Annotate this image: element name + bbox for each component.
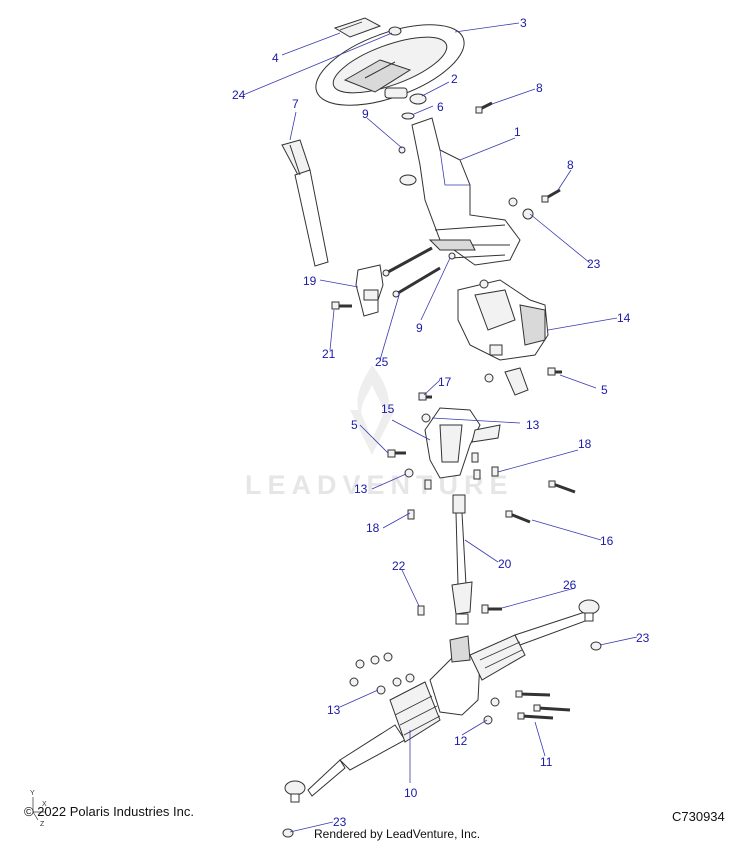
bolt[interactable] <box>541 188 561 203</box>
callout-22[interactable]: 22 <box>392 559 406 573</box>
small-bolt[interactable] <box>448 252 456 260</box>
steering-column-bracket[interactable] <box>399 117 521 266</box>
callout-10[interactable]: 10 <box>404 786 418 800</box>
callout-17[interactable]: 17 <box>438 375 452 389</box>
bolt[interactable] <box>407 452 499 520</box>
diagram-id: C730934 <box>672 809 725 824</box>
callout-1[interactable]: 1 <box>514 125 521 139</box>
steering-rack[interactable] <box>307 611 589 797</box>
mount-bracket[interactable] <box>484 367 562 396</box>
callout-23[interactable]: 23 <box>587 257 601 271</box>
callout-13[interactable]: 13 <box>526 418 540 432</box>
bolt[interactable] <box>387 449 406 458</box>
tie-rod-end[interactable] <box>284 599 600 803</box>
bolt[interactable] <box>331 301 352 310</box>
callout-25[interactable]: 25 <box>375 355 389 369</box>
nut[interactable] <box>282 828 294 838</box>
callout-9[interactable]: 9 <box>416 321 423 335</box>
callout-5[interactable]: 5 <box>351 418 358 432</box>
nut[interactable] <box>590 641 602 651</box>
callout-23[interactable]: 23 <box>333 815 347 829</box>
steering-mount-bracket[interactable] <box>424 407 501 479</box>
nut[interactable] <box>508 197 534 220</box>
callout-19[interactable]: 19 <box>303 274 317 288</box>
watermark-logo-icon <box>350 365 395 455</box>
callout-16[interactable]: 16 <box>600 534 614 548</box>
axis-x-label: X <box>42 801 47 808</box>
callout-8[interactable]: 8 <box>567 158 574 172</box>
bolt[interactable] <box>505 480 576 524</box>
long-bolt[interactable] <box>382 246 441 298</box>
steering-wheel-cap[interactable] <box>333 17 382 38</box>
small-bolt[interactable] <box>398 146 406 154</box>
nut[interactable] <box>349 652 415 695</box>
callout-18[interactable]: 18 <box>366 521 380 535</box>
callout-2[interactable]: 2 <box>451 72 458 86</box>
callout-26[interactable]: 26 <box>563 578 577 592</box>
callout-5[interactable]: 5 <box>601 383 608 397</box>
bushing[interactable] <box>401 93 427 120</box>
callout-9[interactable]: 9 <box>362 107 369 121</box>
nut[interactable] <box>483 697 500 725</box>
bolt[interactable] <box>417 605 425 616</box>
bolt[interactable] <box>515 690 571 720</box>
callout-24[interactable]: 24 <box>232 88 246 102</box>
nut[interactable] <box>404 413 431 478</box>
callout-11[interactable]: 11 <box>540 755 553 769</box>
callout-14[interactable]: 14 <box>617 311 631 325</box>
leader-lines <box>242 22 638 833</box>
axis-z-label: Z <box>40 821 45 828</box>
callout-23[interactable]: 23 <box>636 631 650 645</box>
callout-13[interactable]: 13 <box>354 482 368 496</box>
axis-triad-icon: Y X Z <box>30 790 47 828</box>
power-steering-unit[interactable] <box>457 279 549 361</box>
callout-20[interactable]: 20 <box>498 557 512 571</box>
callout-4[interactable]: 4 <box>272 51 279 65</box>
bolt[interactable] <box>418 392 432 401</box>
gas-strut[interactable] <box>281 139 329 267</box>
intermediate-shaft[interactable] <box>451 494 473 625</box>
callout-8[interactable]: 8 <box>536 81 543 95</box>
callout-12[interactable]: 12 <box>454 734 468 748</box>
callout-15[interactable]: 15 <box>381 402 395 416</box>
bolt[interactable] <box>475 101 493 114</box>
callout-18[interactable]: 18 <box>578 437 592 451</box>
universal-joint-upper[interactable] <box>355 264 384 317</box>
callout-6[interactable]: 6 <box>437 100 444 114</box>
callout-13[interactable]: 13 <box>327 703 341 717</box>
axis-y-label: Y <box>30 790 35 797</box>
callout-21[interactable]: 21 <box>322 347 336 361</box>
steering-wheel[interactable] <box>306 8 474 121</box>
bolt[interactable] <box>481 604 502 614</box>
copyright-text: © 2022 Polaris Industries Inc. <box>24 804 194 819</box>
callout-numbers: 1 2 3 4 5 5 6 7 8 8 9 9 10 11 12 13 13 1… <box>232 16 650 829</box>
rendered-by-text: Rendered by LeadVenture, Inc. <box>314 827 481 841</box>
callout-3[interactable]: 3 <box>520 16 527 30</box>
callout-7[interactable]: 7 <box>292 97 299 111</box>
